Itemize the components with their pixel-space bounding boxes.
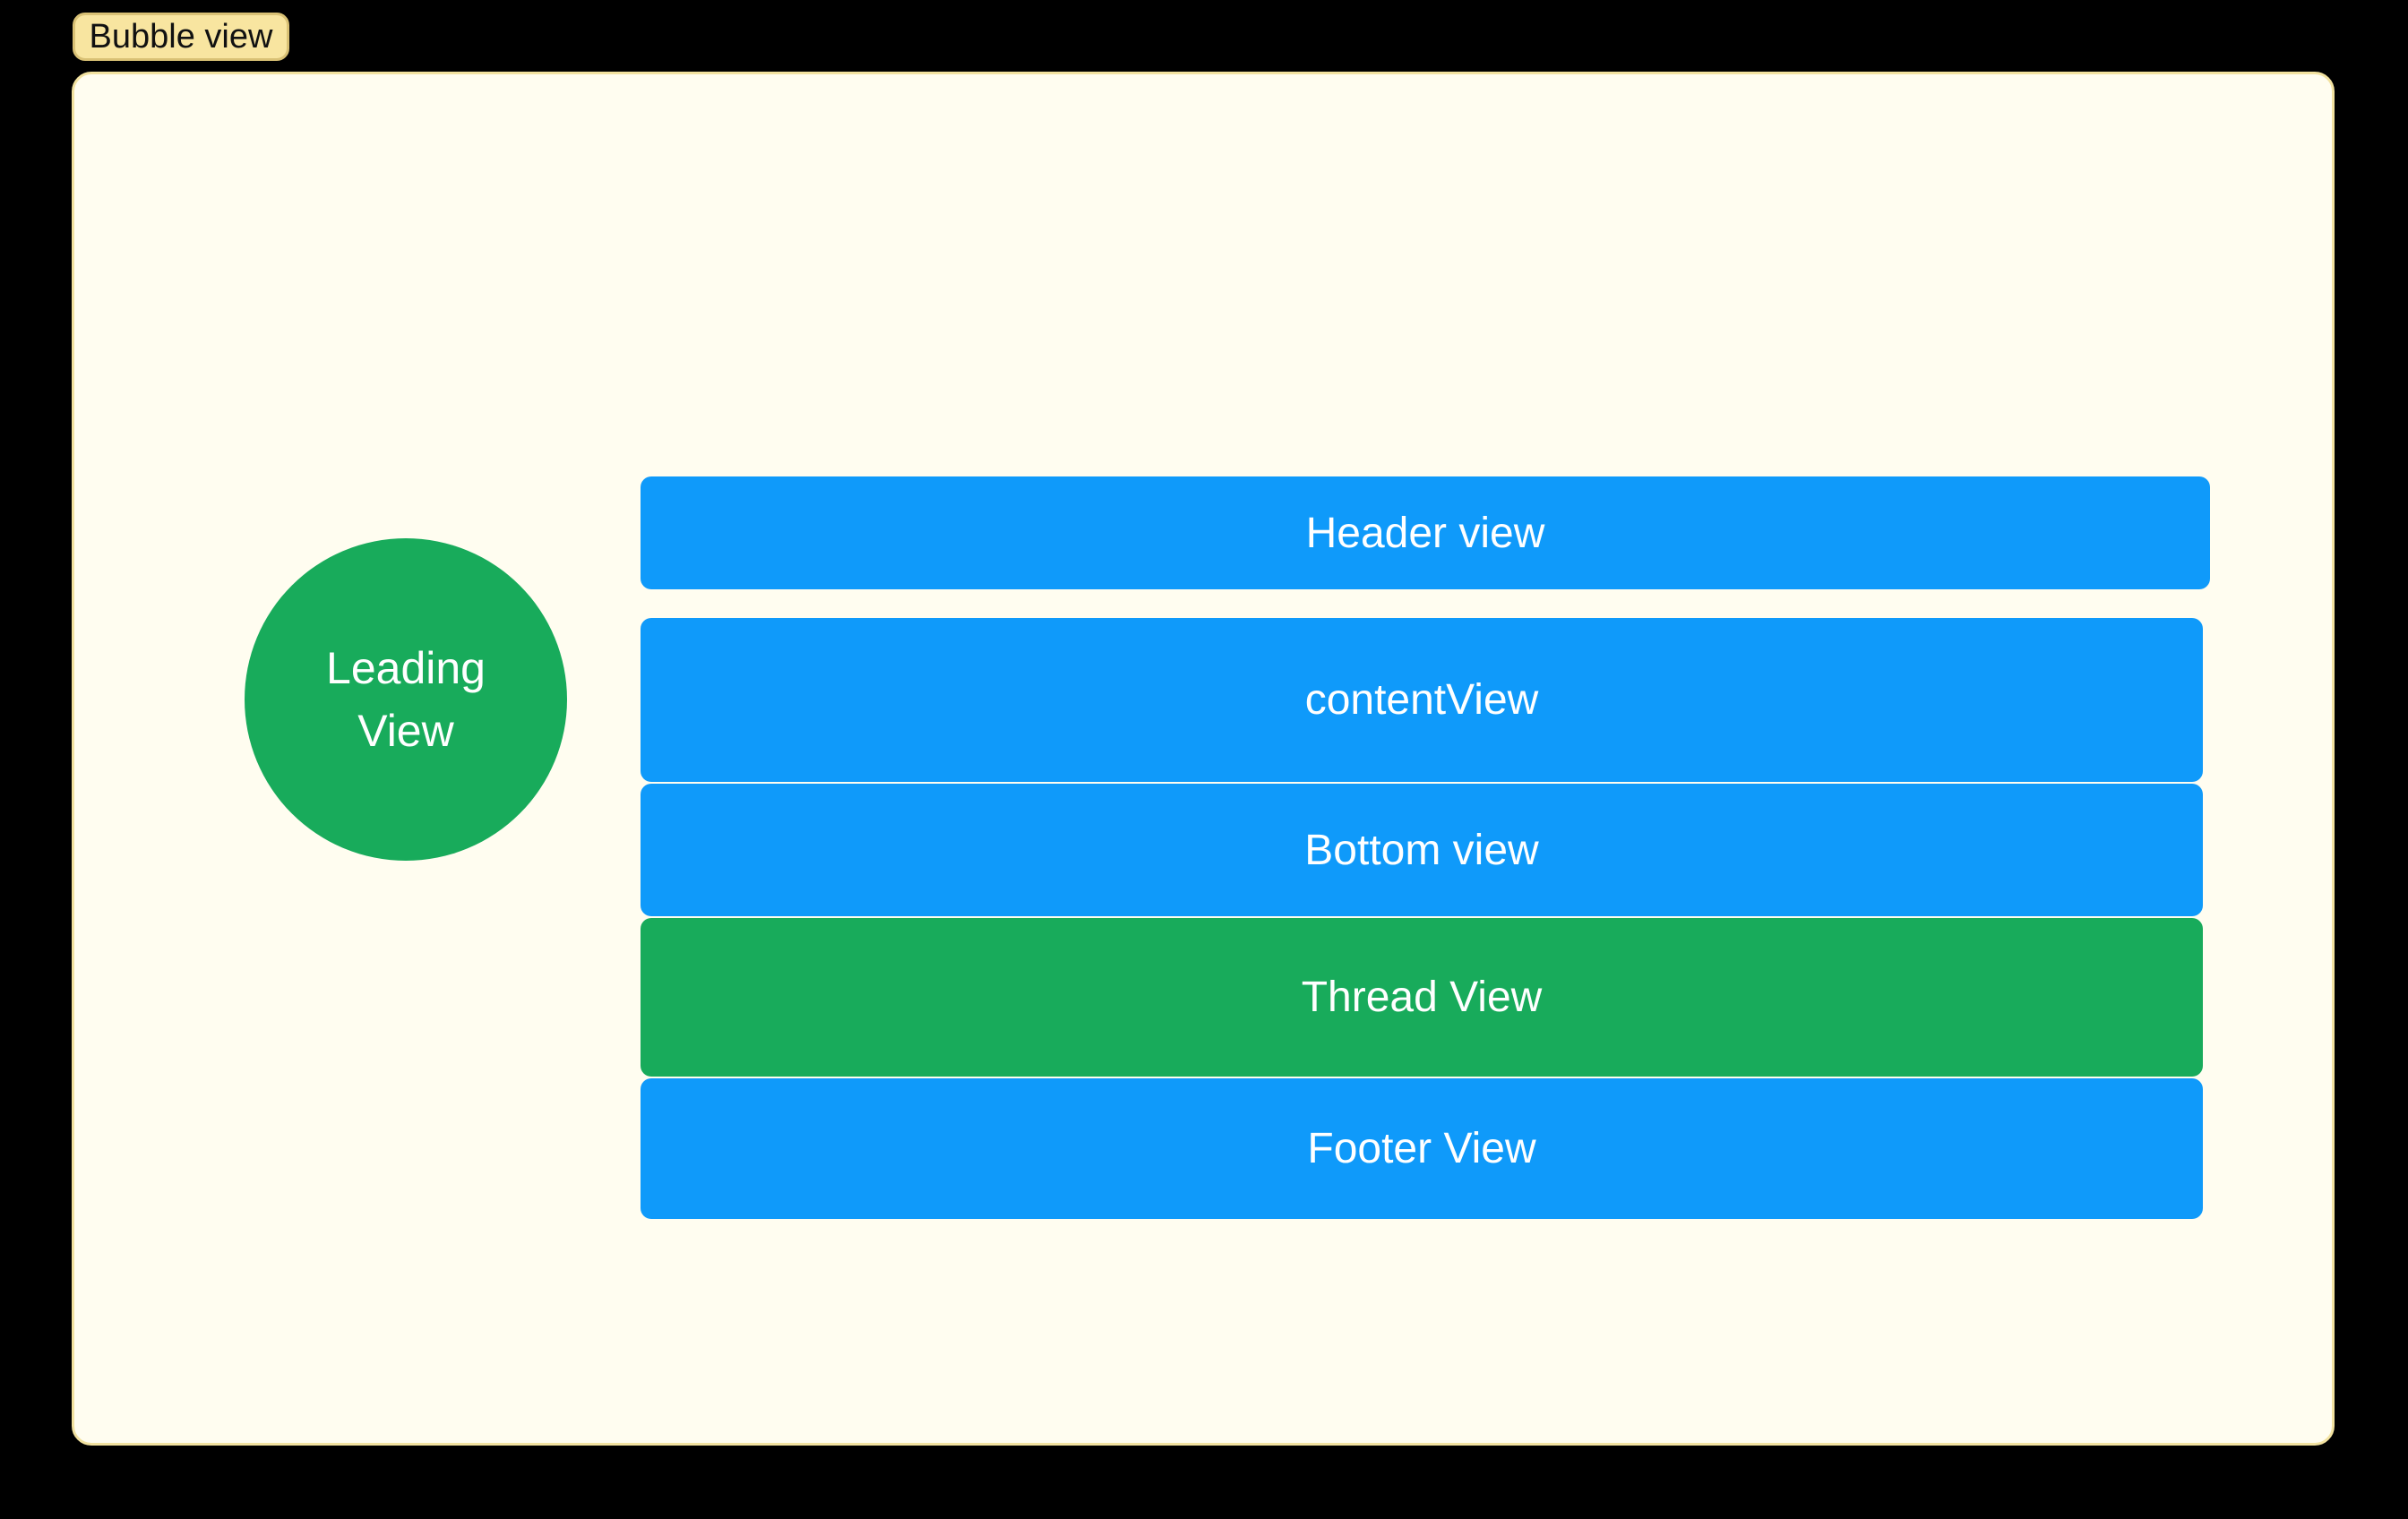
thread-view-label: Thread View bbox=[1301, 974, 1543, 1021]
bubble-view-panel: Leading View Header view contentView Bot… bbox=[72, 72, 2335, 1446]
footer-view-label: Footer View bbox=[1307, 1125, 1536, 1172]
footer-view-bar: Footer View bbox=[641, 1078, 2203, 1219]
thread-view-bar: Thread View bbox=[641, 918, 2203, 1077]
header-view-label: Header view bbox=[1305, 509, 1545, 557]
leading-view-label-line1: Leading bbox=[326, 643, 486, 693]
bubble-view-badge: Bubble view bbox=[73, 13, 289, 61]
bottom-view-bar: Bottom view bbox=[641, 784, 2203, 916]
bottom-view-label: Bottom view bbox=[1304, 826, 1539, 874]
leading-view-label-line2: View bbox=[357, 706, 454, 756]
content-view-bar: contentView bbox=[641, 618, 2203, 782]
header-view-bar: Header view bbox=[641, 476, 2210, 589]
content-view-label: contentView bbox=[1304, 676, 1539, 724]
leading-view-circle: Leading View bbox=[245, 538, 567, 861]
